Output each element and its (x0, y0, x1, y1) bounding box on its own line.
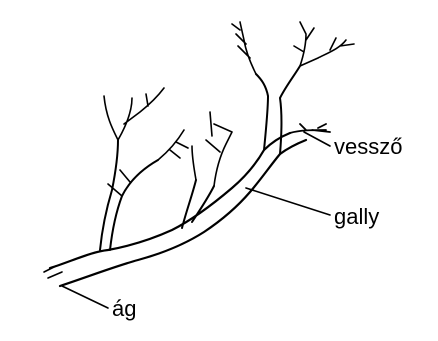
label-leaders (62, 132, 330, 308)
main-branch (44, 133, 306, 286)
right-twig (290, 124, 330, 133)
label-branchlet: gally (334, 204, 379, 229)
label-twig: vessző (334, 134, 402, 159)
left-branchlet (100, 88, 188, 250)
middle-branchlet (182, 112, 232, 228)
label-branch: ág (112, 296, 136, 321)
